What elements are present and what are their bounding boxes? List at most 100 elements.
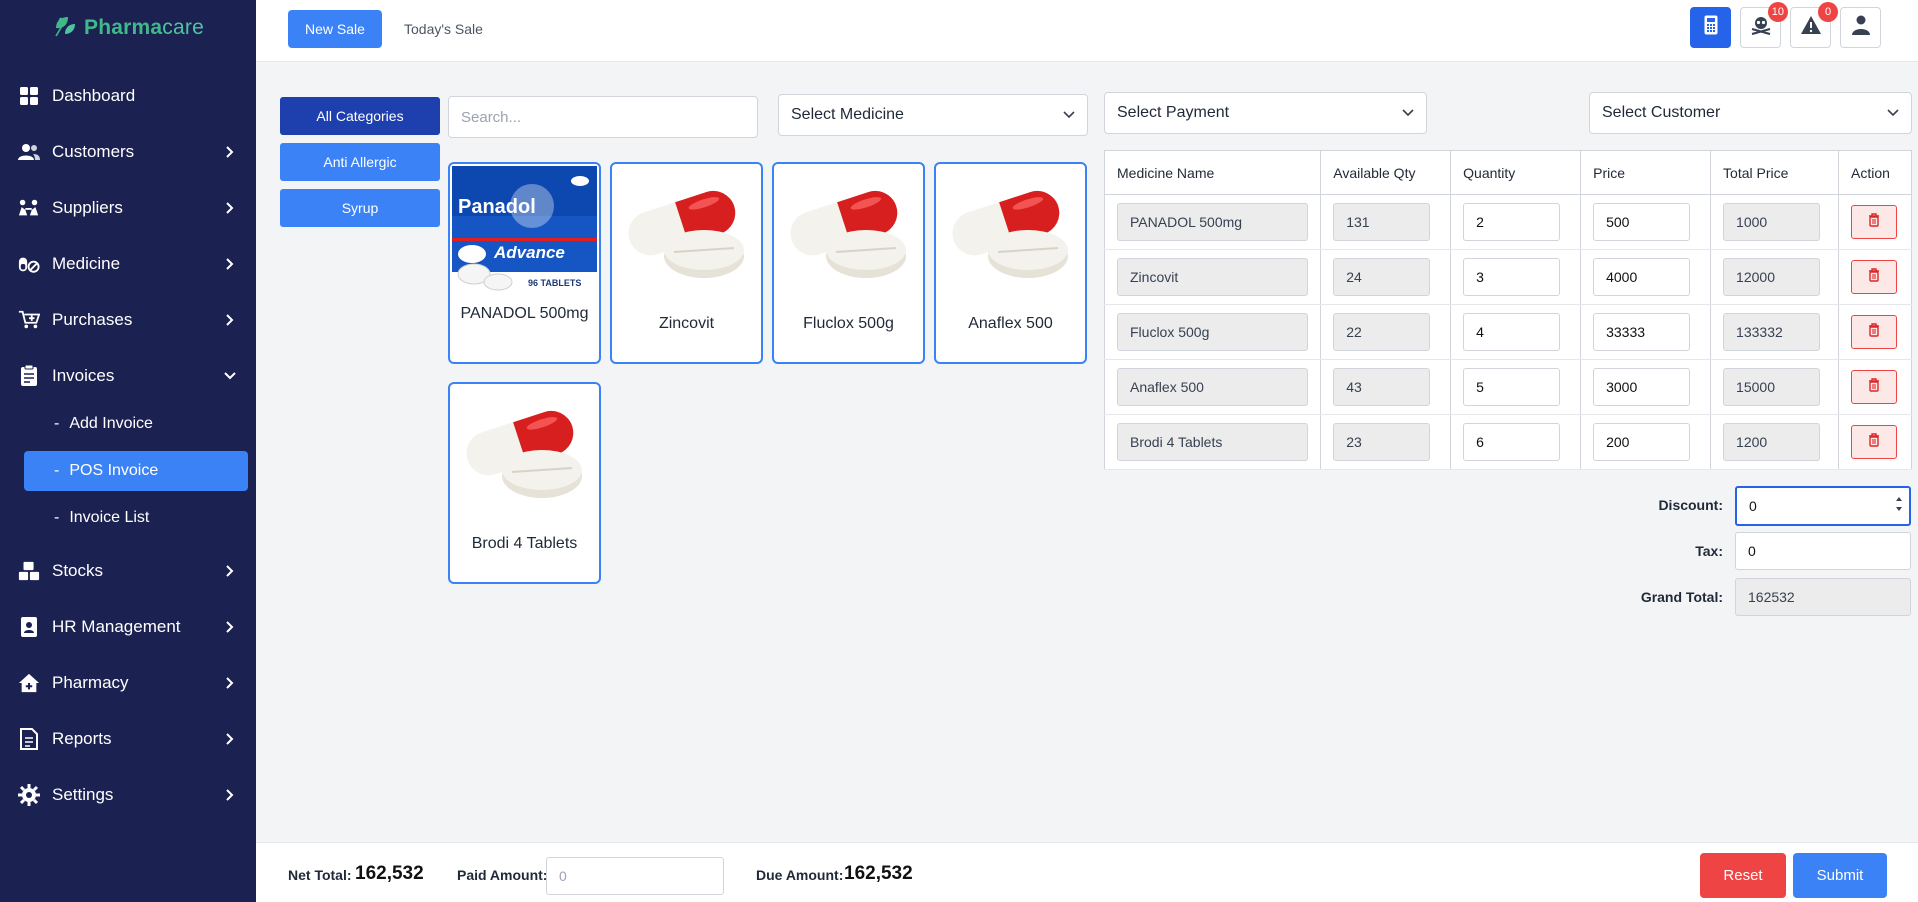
chevron-down-icon (224, 370, 236, 382)
sidebar-item-stocks[interactable]: Stocks (0, 543, 256, 599)
sidebar-item-purchases[interactable]: Purchases (0, 292, 256, 348)
delete-row-button[interactable] (1851, 370, 1897, 404)
price-input[interactable] (1593, 203, 1691, 241)
submit-button[interactable]: Submit (1793, 853, 1887, 898)
expired-medicine-button[interactable]: 10 (1740, 2, 1788, 48)
category-all-button[interactable]: All Categories (280, 97, 440, 135)
chevron-right-icon (224, 677, 236, 689)
net-total-label: Net Total: (288, 867, 352, 883)
quantity-input[interactable] (1463, 203, 1561, 241)
due-amount-value: 162,532 (844, 863, 913, 884)
trash-icon (1868, 432, 1880, 452)
column-header: Quantity (1450, 150, 1582, 195)
sidebar-item-pharmacy[interactable]: Pharmacy (0, 655, 256, 711)
discount-stepper[interactable] (1735, 486, 1911, 526)
chevron-right-icon (224, 202, 236, 214)
trash-icon (1868, 267, 1880, 287)
price-input[interactable] (1593, 423, 1691, 461)
stepper-arrows-icon[interactable] (1895, 494, 1903, 514)
sidebar-item-customers[interactable]: Customers (0, 124, 256, 180)
available-qty-cell: 43 (1333, 368, 1431, 406)
delete-row-button[interactable] (1851, 315, 1897, 349)
skull-crossbones-icon (1750, 15, 1772, 40)
price-input[interactable] (1593, 313, 1691, 351)
quantity-input[interactable] (1463, 423, 1561, 461)
sidebar-item-suppliers[interactable]: Suppliers (0, 180, 256, 236)
medicine-name-cell: PANADOL 500mg (1117, 203, 1309, 241)
delete-row-button[interactable] (1851, 425, 1897, 459)
category-anti-allergic-button[interactable]: Anti Allergic (280, 143, 440, 181)
brand-logo[interactable]: Pharmacare (0, 0, 256, 56)
sidebar-nav-lower: Stocks HR Management Pharmacy Reports (0, 543, 256, 823)
sidebar-item-reports[interactable]: Reports (0, 711, 256, 767)
grand-total-value: 162532 (1735, 578, 1911, 616)
sidebar-subitem-invoice-list[interactable]: -Invoice List (54, 509, 150, 526)
net-total-value: 162,532 (355, 863, 424, 884)
chevron-right-icon (224, 258, 236, 270)
select-customer-dropdown[interactable]: Select Customer (1589, 92, 1912, 134)
stock-alert-button[interactable]: 0 (1790, 2, 1838, 48)
sidebar-item-settings[interactable]: Settings (0, 767, 256, 823)
sidebar-item-label: Pharmacy (52, 673, 129, 692)
user-profile-button[interactable] (1840, 7, 1881, 48)
cart-icon (18, 309, 40, 331)
sidebar-item-dashboard[interactable]: Dashboard (0, 68, 256, 124)
invoice-icon (18, 365, 40, 387)
calculator-button[interactable] (1690, 7, 1731, 48)
paid-amount-input[interactable] (546, 857, 724, 895)
new-sale-button[interactable]: New Sale (288, 10, 382, 48)
medicine-name-cell: Brodi 4 Tablets (1117, 423, 1309, 461)
column-header: Action (1838, 150, 1912, 195)
table-row: Fluclox 500g 22 133332 (1103, 304, 1912, 360)
product-name: Brodi 4 Tablets (471, 535, 578, 552)
capsule-image (938, 166, 1083, 292)
home-plus-icon (18, 672, 40, 694)
quantity-input[interactable] (1463, 258, 1561, 296)
sidebar-item-hr-management[interactable]: HR Management (0, 599, 256, 655)
delete-row-button[interactable] (1851, 260, 1897, 294)
panadol-box-image: Panadol Advance 96 TABLETS (452, 166, 597, 292)
product-card-anaflex[interactable]: Anaflex 500 (934, 162, 1087, 364)
product-card-brodi[interactable]: Brodi 4 Tablets (448, 382, 601, 584)
discount-label: Discount: (1658, 497, 1723, 513)
quantity-input[interactable] (1463, 368, 1561, 406)
product-card-fluclox[interactable]: Fluclox 500g (772, 162, 925, 364)
search-input[interactable] (448, 96, 758, 138)
select-payment-dropdown[interactable]: Select Payment (1104, 92, 1427, 134)
product-name: Zincovit (658, 315, 715, 332)
top-header: New Sale Today's Sale 10 0 (256, 0, 1918, 62)
select-medicine-value: Select Medicine (791, 106, 904, 123)
column-header: Price (1580, 150, 1712, 195)
tax-input[interactable] (1735, 532, 1911, 570)
expired-count-badge: 10 (1767, 2, 1788, 22)
product-card-zincovit[interactable]: Zincovit (610, 162, 763, 364)
sidebar-subitem-pos-invoice[interactable]: -POS Invoice (24, 451, 248, 491)
capsule-image (614, 166, 759, 292)
sidebar-item-label: HR Management (52, 617, 181, 636)
alert-count-badge: 0 (1818, 2, 1838, 22)
quantity-input[interactable] (1463, 313, 1561, 351)
chevron-down-icon (1063, 106, 1075, 124)
sidebar-item-label: Reports (52, 729, 112, 748)
trash-icon (1868, 377, 1880, 397)
todays-sale-button[interactable]: Today's Sale (392, 10, 495, 48)
sidebar-subitem-add-invoice[interactable]: -Add Invoice (54, 415, 153, 432)
reset-button[interactable]: Reset (1700, 853, 1786, 898)
price-input[interactable] (1593, 258, 1691, 296)
discount-input[interactable] (1735, 486, 1911, 526)
chevron-right-icon (224, 314, 236, 326)
svg-text:96 TABLETS: 96 TABLETS (528, 278, 581, 288)
id-badge-icon (18, 616, 40, 638)
sidebar-item-medicine[interactable]: Medicine (0, 236, 256, 292)
product-card-panadol[interactable]: Panadol Advance 96 TABLETS PANADOL 500mg (448, 162, 601, 364)
sidebar-item-invoices[interactable]: Invoices (0, 348, 256, 404)
price-input[interactable] (1593, 368, 1691, 406)
svg-text:Panadol: Panadol (458, 196, 536, 218)
column-header: Medicine Name (1103, 150, 1322, 195)
category-syrup-button[interactable]: Syrup (280, 189, 440, 227)
gear-icon (18, 784, 40, 806)
select-medicine-dropdown[interactable]: Select Medicine (778, 94, 1088, 136)
delete-row-button[interactable] (1851, 205, 1897, 239)
sidebar: Pharmacare Dashboard Customers Suppliers (0, 0, 256, 902)
chevron-right-icon (224, 733, 236, 745)
